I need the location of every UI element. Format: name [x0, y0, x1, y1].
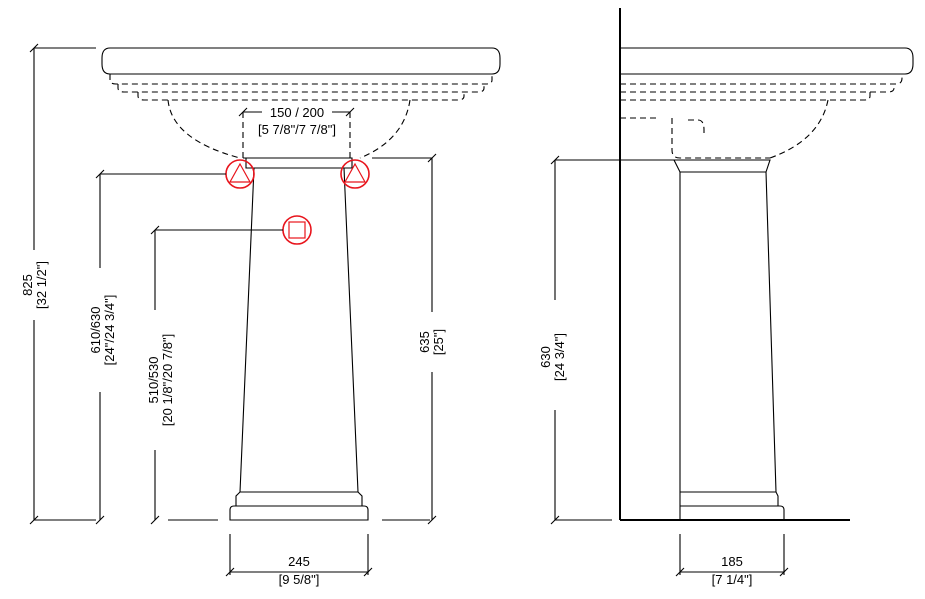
basin-bowl-left: [167, 99, 241, 159]
basin-step-3: [137, 92, 465, 101]
pedestal-column: [239, 167, 359, 493]
square-marker: [282, 215, 312, 245]
pedestal-height-inch: [25"]: [431, 329, 446, 355]
side-basin-step-1: [620, 74, 903, 85]
dim-pedestal-height: [372, 153, 437, 525]
dim-base-width: [225, 534, 373, 577]
side-basin-bowl: [769, 99, 829, 159]
waste-height-mm: 510/530: [146, 357, 161, 404]
side-basin-step-2: [620, 84, 895, 93]
side-pedestal-base-lower: [680, 505, 785, 521]
dim-tap-spacing: [238, 107, 355, 117]
tap-spacing-mm: 150 / 200: [270, 105, 324, 120]
base-depth-mm: 185: [721, 554, 743, 569]
base-width-mm: 245: [288, 554, 310, 569]
overall-height-inch: [32 1/2"]: [34, 261, 49, 309]
dim-base-depth: [675, 534, 789, 577]
pedestal-base-lower: [229, 505, 369, 521]
triangle-marker-left: [225, 159, 255, 189]
front-view: 825 [32 1/2"] 610/630 [24"/24 3/4"] 510/…: [20, 43, 501, 587]
pedestal-height-mm: 635: [417, 331, 432, 353]
side-pedestal-top-band: [673, 159, 771, 173]
pedestal-base-upper: [235, 491, 363, 507]
basin-bowl-right: [359, 99, 411, 159]
base-depth-inch: [7 1/4"]: [712, 572, 753, 587]
basin-step-2: [117, 84, 485, 93]
side-pedestal-column: [679, 171, 777, 520]
side-pedestal-height-mm: 630: [538, 346, 553, 368]
dim-overall-height: [29, 43, 96, 525]
supply-height-inch: [24"/24 3/4"]: [102, 295, 117, 366]
side-basin-rim: [620, 47, 914, 75]
pedestal-top-band: [245, 157, 353, 169]
tap-spacing-inch: [5 7/8"/7 7/8"]: [258, 122, 336, 137]
triangle-marker-right: [340, 159, 370, 189]
overall-height-mm: 825: [20, 274, 35, 296]
dim-side-pedestal-height: [550, 155, 680, 525]
dim-waste-height: [150, 225, 283, 525]
dim-supply-height: [95, 169, 226, 525]
basin-rim: [101, 47, 501, 75]
side-basin-step-3: [620, 92, 871, 101]
waste-height-inch: [20 1/8"/20 7/8"]: [160, 334, 175, 426]
side-view: 630 [24 3/4"] 185 [7 1/4"]: [538, 8, 914, 587]
side-pedestal-height-inch: [24 3/4"]: [552, 333, 567, 381]
basin-step-1: [109, 74, 493, 85]
supply-height-mm: 610/630: [88, 307, 103, 354]
side-trap: [671, 118, 770, 159]
base-width-inch: [9 5/8"]: [279, 572, 320, 587]
side-pedestal-base-upper: [680, 491, 779, 507]
